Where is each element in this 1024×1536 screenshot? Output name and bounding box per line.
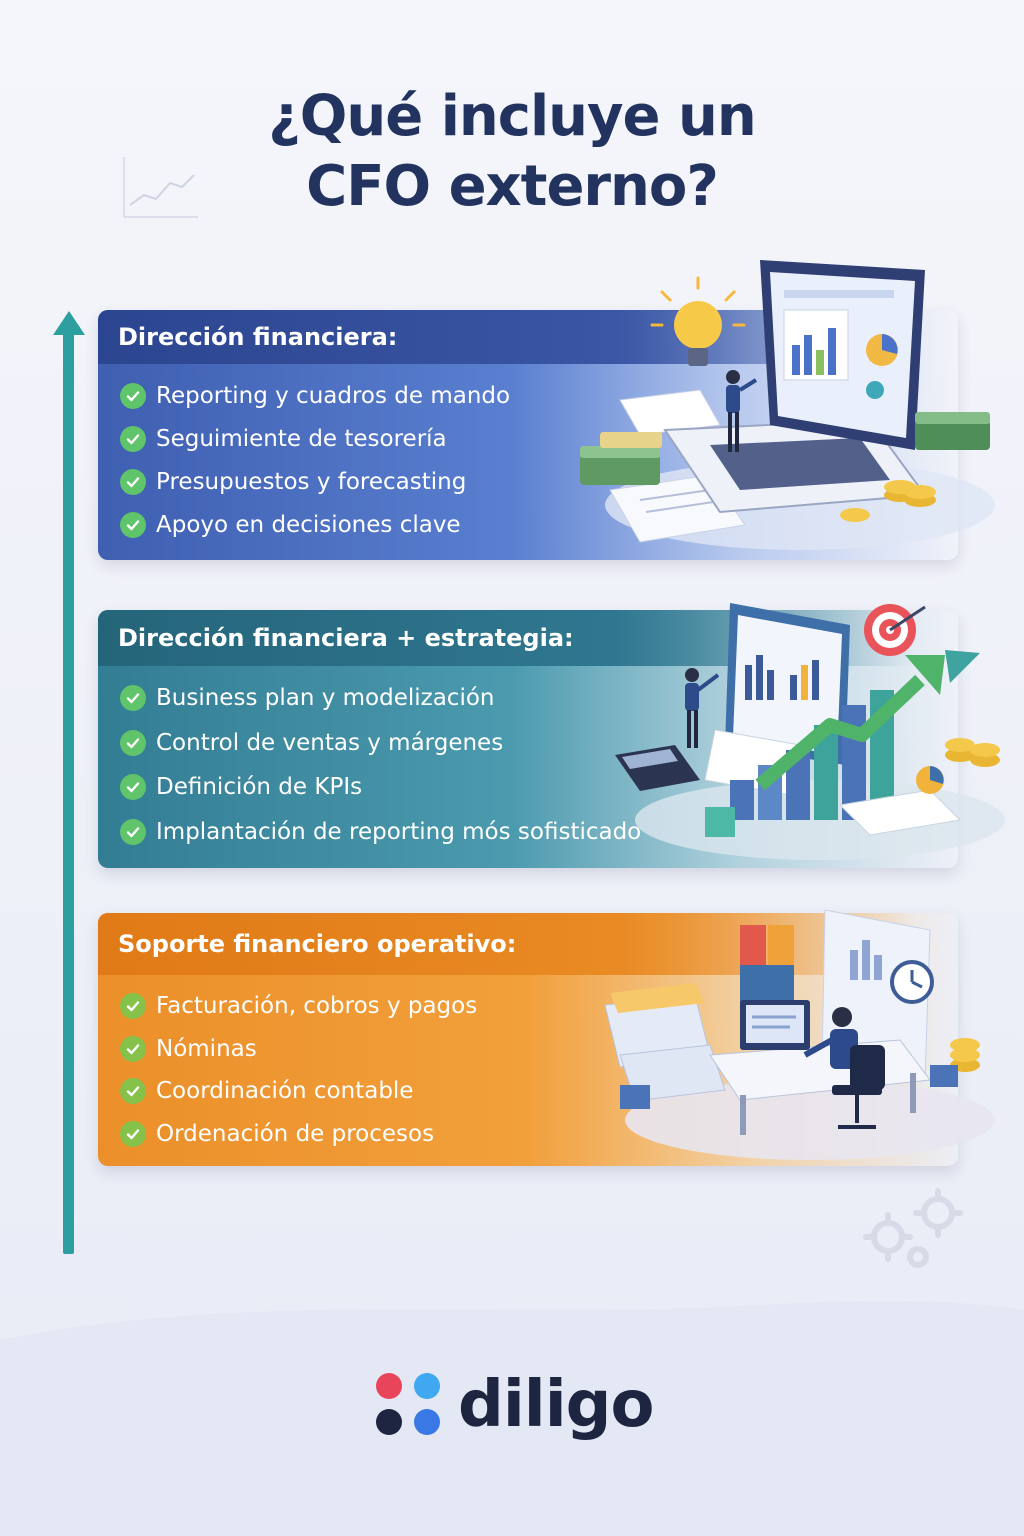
check-circle-icon (120, 993, 146, 1020)
list-item: Reporting y cuadros de mando (120, 374, 958, 417)
footer-wave (0, 1300, 1024, 1536)
check-circle-icon (120, 425, 146, 452)
check-circle-icon (120, 511, 146, 538)
section-heading: Soporte financiero operativo: (98, 913, 958, 975)
list-item-label: Nóminas (156, 1035, 257, 1062)
list-item-label: Ordenación de procesos (156, 1120, 435, 1147)
logo-wordmark: diligo (458, 1368, 654, 1442)
check-circle-icon (120, 1120, 146, 1147)
logo-dots-icon (372, 1369, 444, 1441)
strategy-growth-icon (615, 603, 1005, 860)
title-line-2: CFO externo? (306, 154, 719, 219)
page-title: ¿Qué incluye un CFO externo? (0, 82, 1024, 222)
check-circle-icon (120, 382, 146, 409)
list-item: Ordenación de procesos (120, 1113, 958, 1156)
section-items: Facturación, cobros y pagos Nóminas Coor… (98, 975, 958, 1155)
list-item: Definición de KPIs (120, 765, 958, 810)
check-circle-icon (120, 729, 146, 756)
logo-dot-blue (414, 1409, 440, 1435)
list-item-label: Facturación, cobros y pagos (156, 993, 478, 1020)
check-circle-icon (120, 468, 146, 495)
check-circle-icon (120, 1035, 146, 1062)
list-item: Nóminas (120, 1028, 958, 1071)
progress-arrow (63, 330, 74, 1254)
list-item-label: Business plan y modelización (156, 685, 495, 712)
line-chart-icon (123, 157, 198, 218)
list-item: Business plan y modelización (120, 676, 958, 721)
list-item-label: Apoyo en decisiones clave (156, 511, 461, 538)
list-item-label: Coordinación contable (156, 1078, 414, 1105)
list-item: Facturación, cobros y pagos (120, 985, 958, 1028)
list-item-label: Presupuestos y forecasting (156, 468, 467, 495)
list-item: Implantación de reporting mós sofisticad… (120, 810, 958, 855)
logo-dot-red (376, 1373, 402, 1399)
check-circle-icon (120, 774, 146, 801)
check-circle-icon (120, 1078, 146, 1105)
list-item-label: Seguimiente de tesorería (156, 425, 447, 452)
list-item-label: Control de ventas y márgenes (156, 729, 504, 756)
title-line-1: ¿Qué incluye un (268, 84, 756, 149)
brand-logo: diligo (372, 1365, 654, 1445)
list-item: Apoyo en decisiones clave (120, 503, 958, 546)
office-worker-icon (604, 909, 995, 1160)
list-item-label: Definición de KPIs (156, 774, 363, 801)
list-item-label: Reporting y cuadros de mando (156, 382, 511, 409)
list-item-label: Implantación de reporting mós sofisticad… (156, 818, 642, 845)
list-item: Seguimiente de tesorería (120, 417, 958, 460)
list-item: Control de ventas y márgenes (120, 721, 958, 766)
list-item: Presupuestos y forecasting (120, 460, 958, 503)
logo-dot-light-blue (414, 1373, 440, 1399)
check-circle-icon (120, 818, 146, 845)
section-items: Business plan y modelización Control de … (98, 666, 958, 854)
logo-dot-navy (376, 1409, 402, 1435)
laptop-analytics-icon (580, 260, 995, 550)
section-items: Reporting y cuadros de mando Seguimiente… (98, 364, 958, 546)
list-item: Coordinación contable (120, 1070, 958, 1113)
check-circle-icon (120, 685, 146, 712)
gears-icon (863, 1188, 963, 1268)
